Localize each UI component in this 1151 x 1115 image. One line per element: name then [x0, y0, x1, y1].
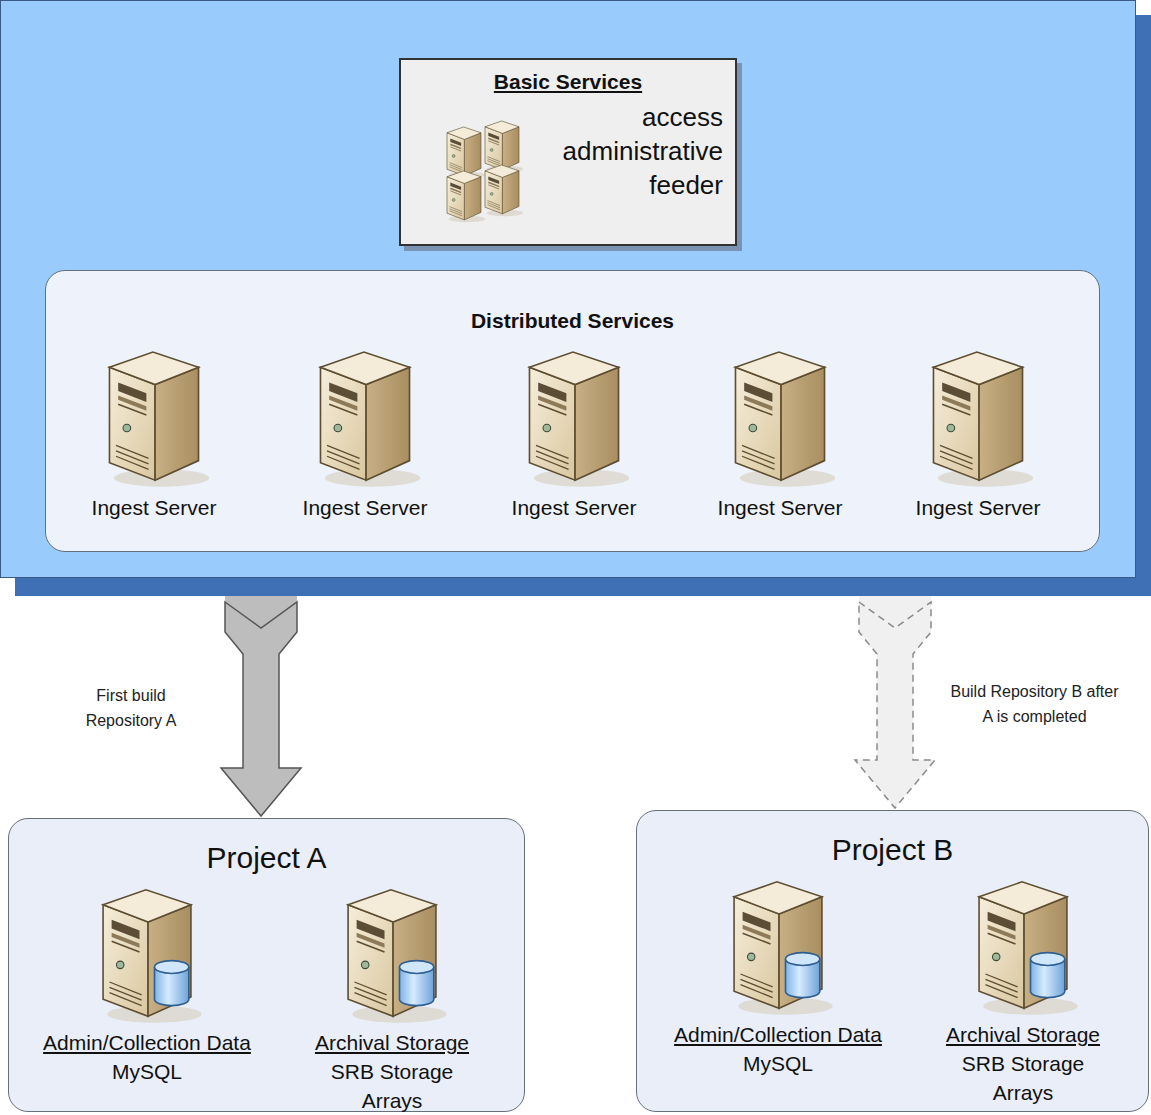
server-icon: [918, 339, 1038, 491]
storage-server: Archival StorageSRB Storage Arrays: [905, 869, 1141, 1107]
server-label: Ingest Server: [916, 495, 1041, 521]
ingest-server: Ingest Server: [59, 339, 249, 521]
server-role: Archival Storage: [315, 1029, 469, 1057]
ingest-server: Ingest Server: [685, 339, 875, 521]
server-icon: [333, 877, 451, 1027]
server-role: Admin/Collection Data: [43, 1029, 251, 1057]
server-icon: [719, 869, 837, 1019]
arrow-body: [221, 602, 301, 816]
arrow-body: [855, 602, 935, 808]
server-detail: SRB Storage Arrays: [938, 1049, 1108, 1107]
storage-server: Admin/Collection DataMySQL: [660, 869, 896, 1078]
project-group: Project BAdmin/Collection DataMySQLArchi…: [636, 810, 1149, 1112]
server-icon: [94, 339, 214, 491]
server-detail: MySQL: [112, 1057, 182, 1086]
server-label: Ingest Server: [512, 495, 637, 521]
server-icon: [964, 869, 1082, 1019]
server-icon: [305, 339, 425, 491]
project-group: Project AAdmin/Collection DataMySQLArchi…: [8, 818, 525, 1112]
server-icon: [441, 166, 487, 224]
group-title: Project B: [637, 833, 1148, 867]
server-label: Ingest Server: [303, 495, 428, 521]
service-box: Basic Services access administrative feed…: [399, 58, 737, 246]
storage-server: Admin/Collection DataMySQL: [29, 877, 265, 1086]
server-label: Ingest Server: [718, 495, 843, 521]
ingest-server: Ingest Server: [479, 339, 669, 521]
group-title: Project A: [9, 841, 524, 875]
server-detail: MySQL: [743, 1049, 813, 1078]
arrow-label: First build Repository A: [56, 683, 206, 733]
server-icon: [479, 160, 525, 218]
ingest-server: Ingest Server: [270, 339, 460, 521]
server-detail: SRB Storage Arrays: [307, 1057, 477, 1115]
service-list: access administrative feeder: [563, 100, 723, 202]
server-icon: [720, 339, 840, 491]
box-title: Basic Services: [401, 70, 735, 94]
server-role: Archival Storage: [946, 1021, 1100, 1049]
ingest-server: Ingest Server: [883, 339, 1073, 521]
server-cluster: [441, 122, 533, 222]
server-label: Ingest Server: [92, 495, 217, 521]
storage-server: Archival StorageSRB Storage Arrays: [274, 877, 510, 1115]
server-icon: [88, 877, 206, 1027]
group-title: Distributed Services: [46, 309, 1099, 333]
server-role: Admin/Collection Data: [674, 1021, 882, 1049]
service-group: Distributed ServicesIngest Server Ingest …: [45, 270, 1100, 552]
server-icon: [514, 339, 634, 491]
arrow-label: Build Repository B after A is completed: [947, 679, 1122, 729]
